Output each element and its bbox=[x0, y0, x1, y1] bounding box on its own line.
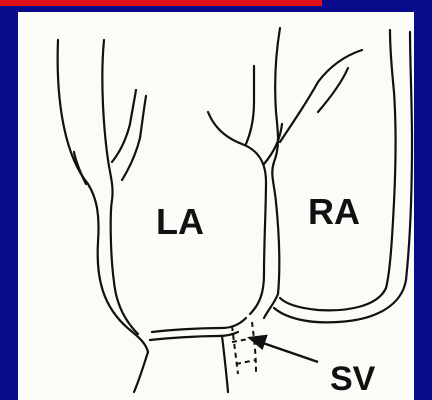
left-upper-branch bbox=[112, 90, 136, 162]
left-branch-vessel bbox=[74, 152, 86, 184]
top-accent-bar bbox=[0, 0, 322, 6]
left-atrium-inner-wall bbox=[102, 40, 138, 334]
label-left-atrium: LA bbox=[156, 201, 204, 242]
central-vessel-left bbox=[208, 112, 266, 314]
diagram-panel: LA RA SV bbox=[18, 12, 414, 400]
sinus-venosus-dashed bbox=[232, 322, 256, 374]
left-atrium-floor-inner bbox=[150, 332, 238, 340]
central-branch-b bbox=[264, 124, 282, 164]
right-top-vessel bbox=[280, 30, 396, 310]
heart-diagram: LA RA SV bbox=[18, 12, 414, 400]
right-top-vessel-inner bbox=[274, 32, 412, 322]
label-sinus-venosus: SV bbox=[330, 360, 376, 398]
label-right-atrium: RA bbox=[308, 191, 360, 232]
lower-vessel-left bbox=[134, 352, 148, 392]
central-branch-a bbox=[246, 66, 254, 144]
sv-pointer-arrow bbox=[250, 336, 318, 362]
right-atrium-branch bbox=[318, 68, 348, 112]
right-atrium-outer bbox=[280, 50, 362, 142]
lower-vessel-right bbox=[222, 336, 228, 392]
